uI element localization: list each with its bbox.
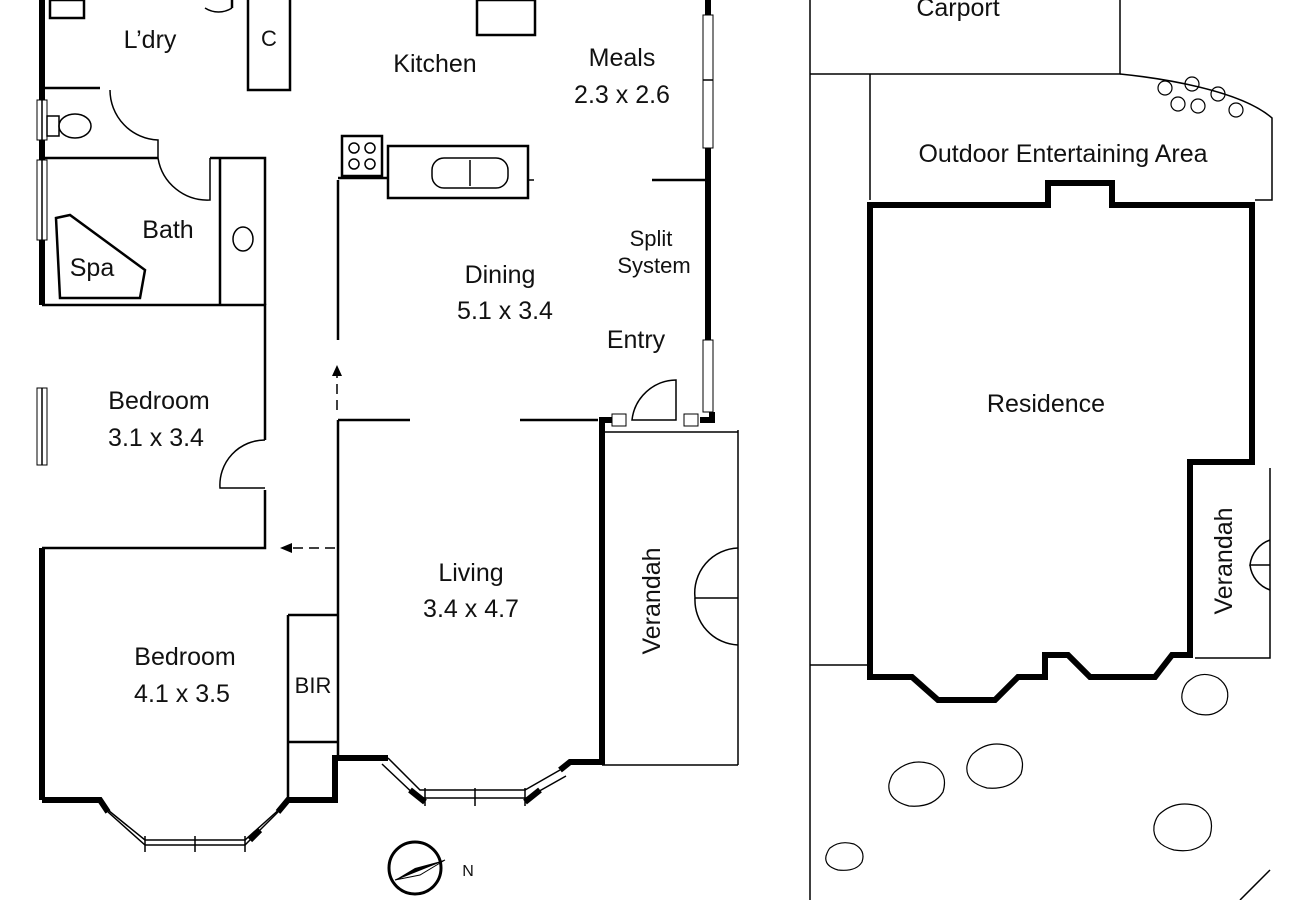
compass: N (387, 840, 474, 896)
outdoor-entertaining-label: Outdoor Entertaining Area (918, 140, 1207, 168)
landscaping (825, 76, 1244, 871)
direction-arrows (280, 365, 342, 553)
bedroom1-label: Bedroom (108, 387, 209, 415)
doors (109, 7, 699, 489)
bedroom2-label: Bedroom (134, 643, 235, 671)
dining-label: Dining (465, 261, 536, 289)
site-plan (809, 0, 1273, 900)
cupboard-label: C (261, 26, 277, 51)
fixtures (46, 0, 739, 765)
residence-label: Residence (987, 390, 1105, 418)
dining-size: 5.1 x 3.4 (457, 297, 553, 325)
bedroom1-size: 3.1 x 3.4 (108, 424, 204, 452)
floor-plan-walls (39, 0, 715, 843)
verandah-doors (602, 431, 739, 766)
living-label: Living (438, 559, 503, 587)
living-size: 3.4 x 4.7 (423, 595, 519, 623)
bir-label: BIR (295, 673, 332, 698)
site-labels: Carport Outdoor Entertaining Area Reside… (916, 0, 1238, 615)
entry-label: Entry (607, 326, 666, 354)
carport-label: Carport (916, 0, 999, 22)
laundry-label: L’dry (124, 26, 177, 54)
bay-windows (102, 14, 714, 852)
site-verandah-label: Verandah (1210, 507, 1238, 614)
spa-label: Spa (70, 254, 115, 282)
meals-label: Meals (589, 44, 656, 72)
kitchen-label: Kitchen (393, 50, 476, 78)
split-system-label-1: Split (630, 226, 673, 251)
meals-size: 2.3 x 2.6 (574, 81, 670, 109)
room-labels: L’dry C Kitchen Meals 2.3 x 2.6 Bath Spa… (70, 26, 691, 708)
compass-north-label: N (462, 863, 474, 880)
bedroom2-size: 4.1 x 3.5 (134, 680, 230, 708)
verandah-label: Verandah (638, 547, 666, 654)
interior-walls (42, 86, 708, 800)
split-system-label-2: System (617, 253, 690, 278)
bath-label: Bath (142, 216, 193, 244)
